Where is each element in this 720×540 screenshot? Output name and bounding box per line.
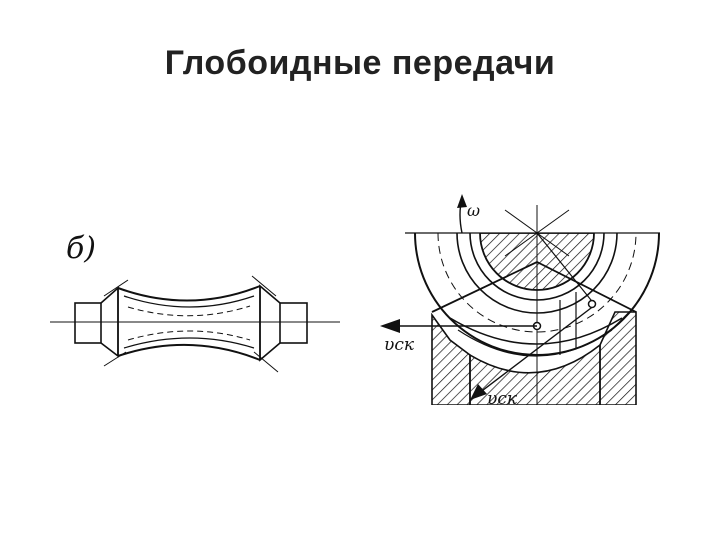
worm-inner-bottom <box>123 337 255 349</box>
right-chamfer <box>259 284 281 362</box>
construction-line-1 <box>103 279 129 297</box>
construction-line-4 <box>253 351 279 373</box>
construction-line-3 <box>251 275 277 297</box>
left-shaft <box>74 302 102 344</box>
right-shaft <box>279 302 308 344</box>
velocity-label-left: υск <box>384 335 415 355</box>
velocity-arrowhead-bottom <box>470 384 487 400</box>
globoid-worm-figure: б) <box>50 231 340 373</box>
contact-line <box>536 232 596 306</box>
velocity-label-bottom: υск <box>487 389 518 409</box>
diagonal-velocity-line <box>469 304 596 401</box>
worm-inner-top <box>123 295 255 308</box>
hatched-housing-left <box>431 312 471 405</box>
velocity-arrowhead-left <box>380 319 400 333</box>
tooth-inner-right <box>457 329 613 357</box>
worm-body-top <box>117 285 261 302</box>
worm-pitch-top <box>127 305 251 317</box>
figure-b-label: б) <box>66 231 96 266</box>
hatched-band <box>469 343 601 405</box>
globoid-section-figure <box>380 194 660 405</box>
omega-label: ω <box>467 201 480 220</box>
omega-arrowhead <box>457 194 467 208</box>
construction-line-2 <box>103 351 127 367</box>
contact-point-2 <box>587 299 597 309</box>
hatched-housing-right <box>599 311 637 405</box>
slide-title: Глобоидные передачи <box>164 44 556 82</box>
pitch-arc <box>437 233 637 333</box>
worm-pitch-bottom <box>127 330 251 341</box>
worm-body-bottom <box>117 343 261 361</box>
